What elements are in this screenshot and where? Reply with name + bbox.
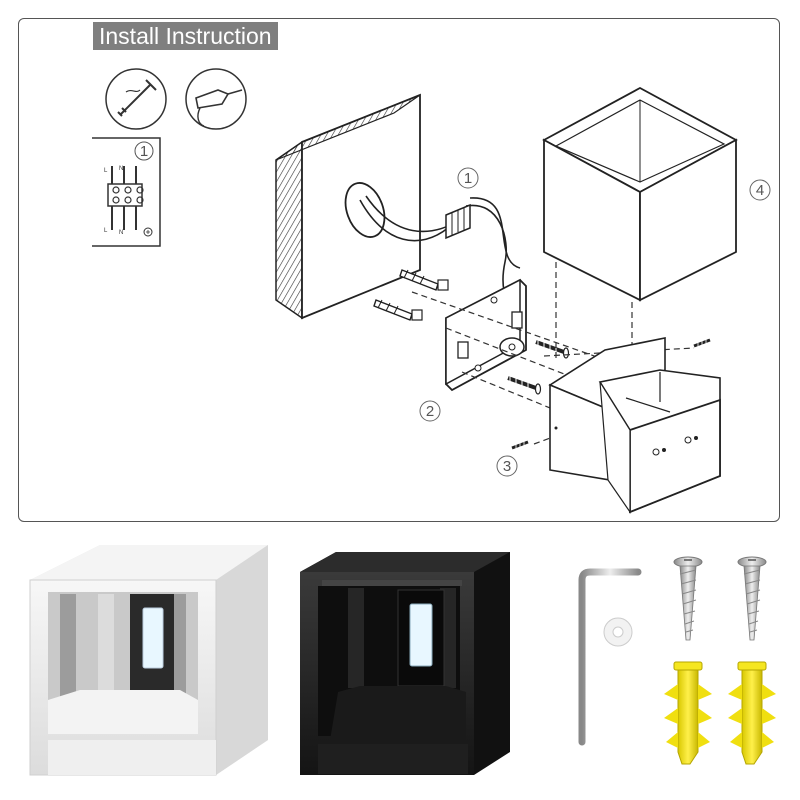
diagram-wall-plug-upper bbox=[399, 269, 449, 291]
wall-anchor-photo-right bbox=[728, 661, 776, 765]
washer-photo bbox=[603, 617, 633, 647]
step-1-circle-wires bbox=[457, 167, 479, 189]
instruction-panel bbox=[18, 18, 780, 522]
step-4-circle bbox=[749, 179, 771, 201]
allen-key-photo bbox=[578, 568, 642, 746]
white-wall-lamp-photo bbox=[29, 545, 268, 776]
drill-tool-icon bbox=[185, 68, 247, 130]
step-2-circle bbox=[419, 400, 441, 422]
wood-screw-photo-right bbox=[737, 556, 767, 641]
step-1-label-wiring: 1 bbox=[140, 143, 148, 160]
diagram-set-screw-right bbox=[693, 338, 711, 348]
step-3-label-screws: 3 bbox=[503, 458, 511, 475]
diagram-screw-lower bbox=[507, 374, 542, 395]
lamp-housing bbox=[548, 337, 721, 514]
wiring-detail: 1 L N L N bbox=[92, 137, 161, 247]
wall-anchor-photo-left bbox=[664, 661, 712, 765]
svg-text:L: L bbox=[104, 168, 108, 174]
screwdriver-tool-icon bbox=[105, 68, 167, 130]
outer-cover bbox=[542, 86, 738, 302]
wood-screw-photo-left bbox=[673, 556, 703, 641]
mounting-base-plate bbox=[445, 278, 527, 392]
svg-text:L: L bbox=[104, 228, 108, 234]
step-4-label-cover: 4 bbox=[756, 182, 764, 199]
svg-text:N: N bbox=[119, 230, 123, 236]
diagram-set-screw-left bbox=[511, 440, 529, 450]
step-3-circle bbox=[496, 455, 518, 477]
black-wall-lamp-photo bbox=[300, 552, 510, 775]
diagram-wall-plug-lower bbox=[373, 299, 423, 321]
svg-text:N: N bbox=[119, 166, 123, 172]
install-instruction-title: Install Instruction bbox=[93, 22, 278, 50]
step-2-label-base: 2 bbox=[426, 403, 434, 420]
diagram-screw-upper bbox=[535, 338, 570, 359]
step-1-label-wires: 1 bbox=[464, 170, 472, 187]
terminal-block bbox=[445, 203, 471, 240]
wall-block bbox=[275, 93, 421, 320]
